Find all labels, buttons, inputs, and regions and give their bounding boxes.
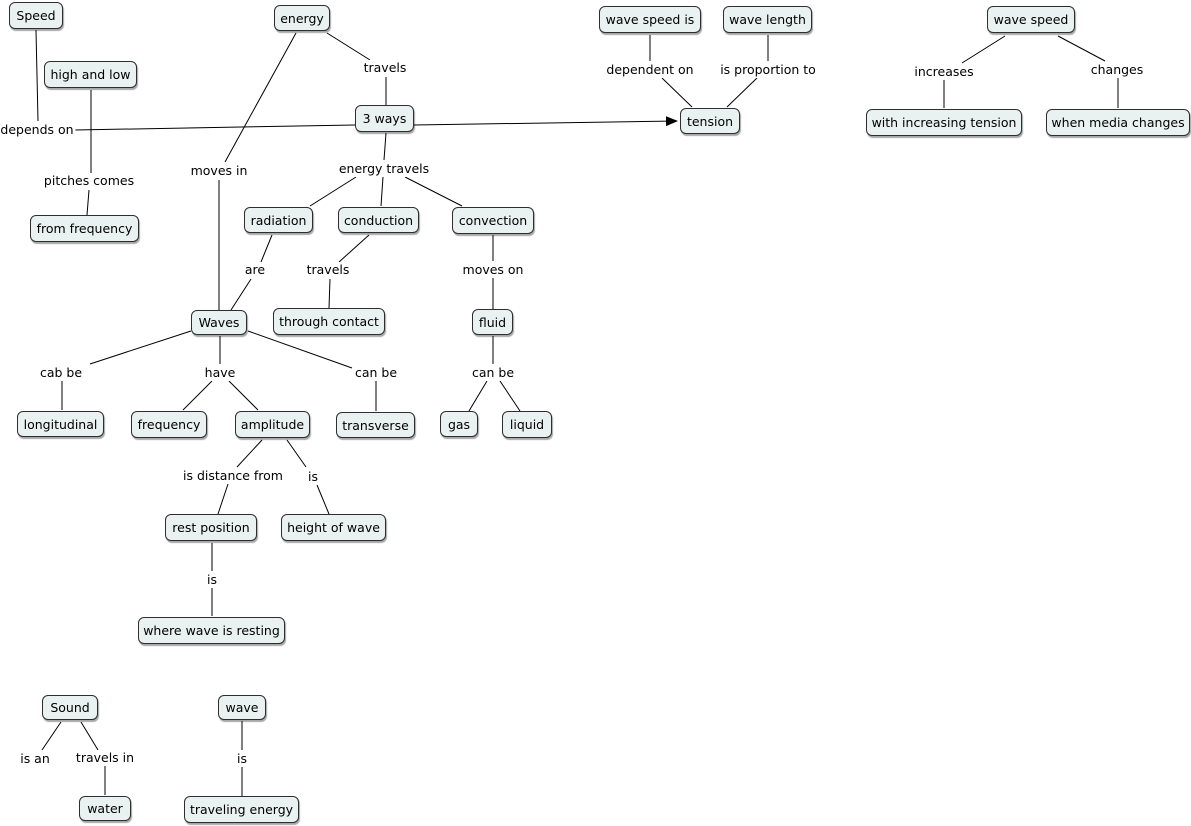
line-waves-cabbe: [89, 330, 192, 365]
line-isdistance-rest: [217, 483, 229, 515]
line-amplitude-is: [286, 439, 307, 468]
concept-tension[interactable]: tension: [680, 108, 740, 134]
concept-wave-speed-is[interactable]: wave speed is: [599, 6, 701, 33]
concept-height-of-wave[interactable]: height of wave: [281, 514, 386, 541]
line-proportion-tension: [726, 77, 758, 108]
concept-traveling-energy[interactable]: traveling energy: [184, 796, 299, 823]
link-is-rest: is: [205, 572, 219, 588]
link-pitches-comes: pitches comes: [41, 173, 137, 189]
line-energy-movesin: [224, 32, 297, 163]
line-sound-isan: [41, 721, 62, 751]
concept-speed[interactable]: Speed: [9, 2, 63, 29]
line-pitches-fromfreq: [86, 189, 90, 216]
concept-longitudinal[interactable]: longitudinal: [17, 411, 104, 437]
link-travels-energy: travels: [361, 60, 409, 76]
line-ws-changes: [1057, 35, 1106, 62]
link-have: have: [202, 365, 238, 381]
concept-3-ways[interactable]: 3 ways: [355, 105, 414, 132]
concept-radiation[interactable]: radiation: [244, 207, 313, 233]
link-changes: changes: [1088, 62, 1146, 78]
line-amplitude-isdistance: [236, 439, 263, 468]
concept-energy[interactable]: energy: [274, 5, 330, 31]
link-is-distance-from: is distance from: [181, 468, 285, 484]
line-waves-canbe: [247, 330, 353, 369]
link-increases: increases: [912, 64, 976, 80]
link-is-an: is an: [18, 751, 52, 767]
line-3ways-energytravels: [383, 132, 387, 161]
line-dependenton-tension: [661, 77, 693, 108]
concept-wave[interactable]: wave: [218, 695, 266, 720]
concept-liquid[interactable]: liquid: [502, 411, 552, 438]
line-3ways-tension-arrow: [413, 116, 678, 127]
concept-high-and-low[interactable]: high and low: [44, 61, 137, 88]
concept-when-media-changes[interactable]: when media changes: [1046, 109, 1190, 136]
link-moves-in: moves in: [188, 163, 250, 179]
link-travels-in: travels in: [73, 750, 137, 766]
link-are: are: [242, 262, 268, 278]
link-energy-travels: energy travels: [336, 161, 432, 177]
concept-with-increasing-tension[interactable]: with increasing tension: [866, 109, 1022, 136]
concept-conduction[interactable]: conduction: [338, 207, 419, 233]
concept-frequency[interactable]: frequency: [131, 411, 207, 438]
line-dependson-3ways: [74, 124, 356, 131]
line-radiation-are: [260, 234, 273, 263]
concept-wave-length[interactable]: wave length: [723, 6, 812, 33]
concept-sound[interactable]: Sound: [42, 695, 98, 720]
line-is-height: [316, 484, 330, 515]
concept-fluid[interactable]: fluid: [472, 309, 513, 335]
link-moves-on: moves on: [460, 262, 526, 278]
line-are-waves: [230, 278, 252, 311]
line-travels-contact: [328, 278, 331, 309]
concept-through-contact[interactable]: through contact: [273, 308, 385, 335]
link-is-proportion-to: is proportion to: [718, 62, 818, 78]
link-can-be-fluid: can be: [469, 365, 517, 381]
link-dependent-on: dependent on: [604, 62, 696, 78]
line-speed-dependson: [35, 29, 39, 122]
concept-convection[interactable]: convection: [452, 207, 534, 234]
concept-where-wave-is-resting[interactable]: where wave is resting: [138, 617, 285, 644]
link-is-amplitude: is: [306, 469, 320, 485]
concept-transverse[interactable]: transverse: [336, 412, 415, 438]
line-canbe-gas: [468, 380, 488, 412]
concept-from-frequency[interactable]: from frequency: [30, 215, 139, 242]
line-conduction-travels: [338, 234, 370, 263]
link-cab-be: cab be: [37, 365, 85, 381]
line-et-convection: [404, 176, 463, 207]
line-canbe-liquid: [499, 380, 521, 412]
concept-water[interactable]: water: [79, 796, 131, 821]
line-energy-travels: [326, 32, 371, 61]
line-have-amplitude: [228, 380, 259, 411]
link-depends-on: depends on: [0, 122, 76, 138]
line-ws-increases: [961, 35, 1006, 64]
concept-waves[interactable]: Waves: [191, 310, 247, 335]
line-et-conduction: [380, 176, 384, 207]
link-travels-conduction: travels: [304, 262, 352, 278]
line-have-frequency: [182, 380, 213, 411]
concept-amplitude[interactable]: amplitude: [235, 411, 310, 438]
line-sound-travelsin: [80, 721, 99, 751]
concept-gas[interactable]: gas: [440, 411, 478, 437]
link-is-wave: is: [235, 751, 249, 767]
link-can-be-waves: can be: [352, 365, 400, 381]
concept-rest-position[interactable]: rest position: [165, 514, 257, 541]
line-et-radiation: [309, 176, 357, 207]
concept-wave-speed[interactable]: wave speed: [987, 6, 1075, 33]
